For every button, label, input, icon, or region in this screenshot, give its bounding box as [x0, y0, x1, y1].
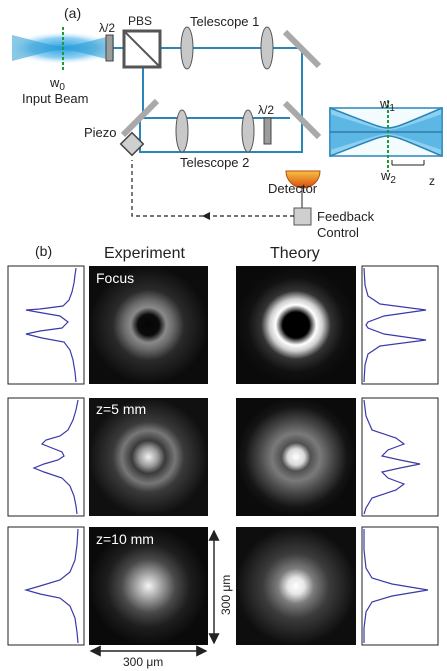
- row-label: z=5 mm: [96, 401, 146, 417]
- telescope1-lens-a: [180, 26, 194, 70]
- z-axis-label: z: [429, 174, 435, 188]
- profile-line: [32, 399, 79, 515]
- horizontal-scale-label: 300 μm: [123, 655, 163, 669]
- piezo-actuator: [119, 131, 145, 157]
- mirror-top-right: [282, 29, 322, 69]
- feedback-line2: Control: [317, 225, 359, 240]
- input-beam-label: Input Beam: [22, 91, 89, 106]
- focusing-beam-icon: [329, 100, 443, 172]
- feedback-line1: Feedback: [317, 209, 375, 224]
- profile-line: [23, 528, 79, 644]
- profile-line: [363, 529, 429, 643]
- feedback-control-box: [293, 207, 312, 226]
- telescope2-lens-a: [175, 109, 189, 153]
- input-beam-icon: [8, 27, 118, 70]
- pbs-label: PBS: [128, 14, 152, 28]
- detector-icon: [285, 170, 321, 189]
- row-z10: z=10 mm: [7, 526, 439, 646]
- profile-box: [7, 526, 85, 646]
- telescope1-lens-b: [260, 26, 274, 70]
- row-z5: z=5 mm: [7, 397, 439, 517]
- pbs-cube: [122, 29, 162, 69]
- half-wave-plate-2: [263, 117, 272, 145]
- row-label: z=10 mm: [96, 531, 154, 547]
- experiment-image: [89, 527, 208, 645]
- theory-image: [236, 527, 356, 645]
- panel-b-label: (b): [35, 243, 52, 259]
- row-label: Focus: [96, 270, 134, 286]
- profile-line: [363, 267, 427, 383]
- telescope2-label: Telescope 2: [180, 155, 249, 170]
- feedback-dashed-line: [131, 160, 294, 217]
- experiment-image: [89, 266, 208, 384]
- profile-line: [363, 399, 421, 515]
- mirror-left: [120, 98, 160, 138]
- detector-label: Detector: [268, 181, 318, 196]
- theory-header: Theory: [270, 245, 320, 262]
- w1-label: w1: [379, 96, 395, 114]
- experiment-image: [89, 398, 208, 516]
- profile-box: [361, 526, 439, 646]
- half-wave-plate-1: [105, 34, 114, 62]
- theory-image: [236, 266, 356, 384]
- piezo-label: Piezo: [84, 125, 117, 140]
- half-wave-2-label: λ/2: [258, 103, 274, 117]
- input-waist-label: w0: [49, 75, 65, 93]
- profile-box: [361, 265, 439, 385]
- vertical-scale-label: 300 μm: [219, 575, 233, 615]
- half-wave-1-label: λ/2: [99, 21, 115, 35]
- w2-label: w2: [380, 168, 396, 186]
- telescope2-lens-b: [241, 109, 255, 153]
- row-focus: Focus: [7, 265, 439, 385]
- profile-line: [25, 267, 77, 383]
- profile-box: [7, 265, 85, 385]
- panel-a-label: (a): [64, 5, 81, 21]
- theory-image: [236, 398, 356, 516]
- profile-box: [7, 397, 85, 517]
- mirror-mid-right: [282, 100, 322, 140]
- telescope1-label: Telescope 1: [190, 14, 259, 29]
- feedback-arrow-icon: [202, 212, 210, 220]
- experiment-header: Experiment: [104, 245, 185, 262]
- profile-box: [361, 397, 439, 517]
